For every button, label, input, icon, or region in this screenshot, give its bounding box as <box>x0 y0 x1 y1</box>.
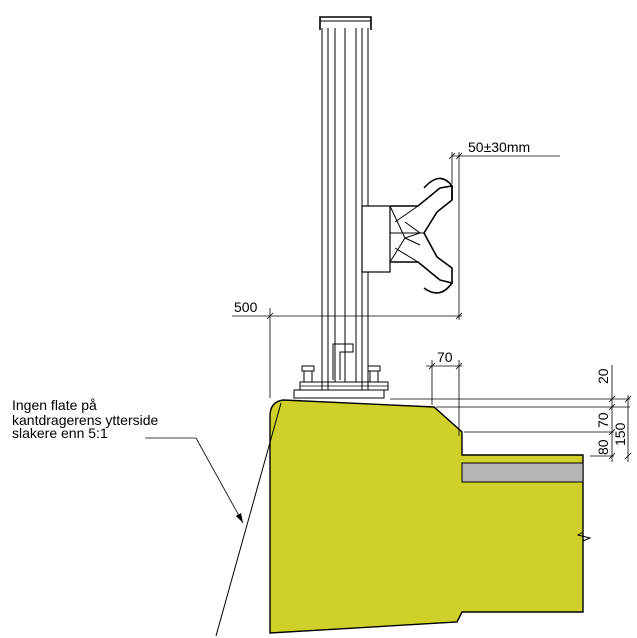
overhang-label: 500 <box>234 299 258 315</box>
chamfer-width-dimension <box>426 360 463 436</box>
deck-surface-layer <box>461 462 584 483</box>
note-line-1: Ingen flate på <box>12 397 97 413</box>
overhang-dimension <box>232 308 463 398</box>
w-beam-rail <box>389 177 453 294</box>
break-symbol <box>576 520 592 612</box>
note-leader <box>145 437 244 524</box>
chamfer-width-label: 70 <box>437 349 453 365</box>
note-line-2: kantdragerens ytterside <box>12 412 159 428</box>
height-dimensions <box>390 365 632 462</box>
spacer-block <box>361 205 391 273</box>
top-step-label: 20 <box>595 368 611 384</box>
clearance-label: 50±30mm <box>468 139 530 155</box>
clearance-dimension <box>448 152 560 320</box>
slope-reference-line <box>215 402 282 637</box>
barrier-post <box>319 16 372 390</box>
edge-beam-concrete <box>269 399 584 634</box>
note-line-3: slakere enn 5:1 <box>12 425 108 441</box>
post-base-plate <box>293 365 389 399</box>
deck-step-label: 80 <box>595 439 611 455</box>
chamfer-height-label: 70 <box>595 412 611 428</box>
total-height-label: 150 <box>612 422 628 446</box>
